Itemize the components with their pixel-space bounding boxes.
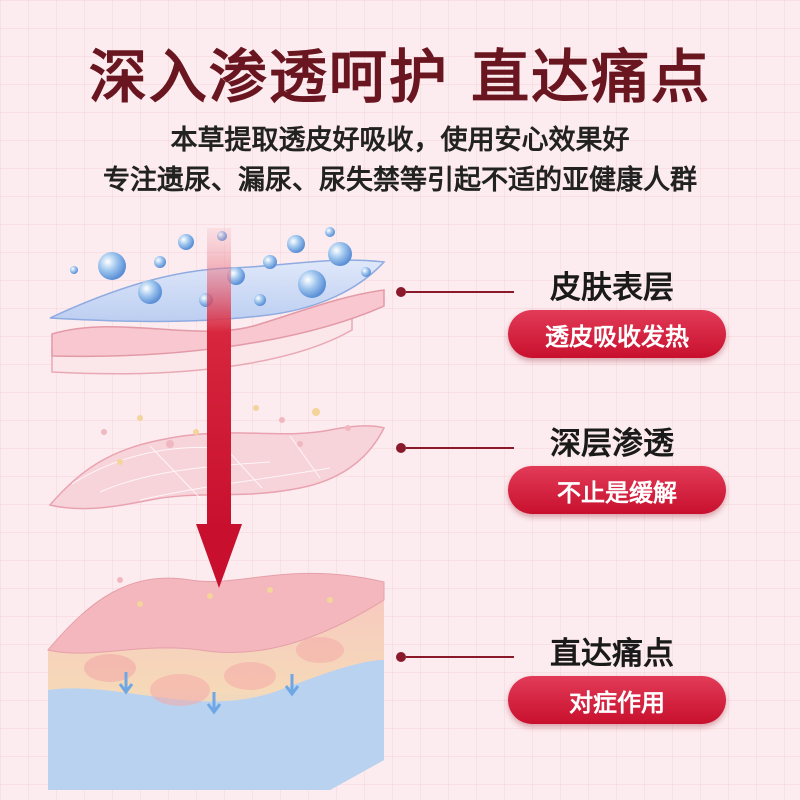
badge-pain-point: 对症作用: [508, 676, 726, 724]
penetration-arrow: [196, 228, 242, 588]
badge-deep-layer: 不止是缓解: [508, 466, 726, 514]
page-title: 深入渗透呵护 直达痛点: [88, 43, 712, 111]
tissue-block: [47, 572, 385, 790]
connector-lines: [396, 287, 514, 662]
label-deep-layer: 深层渗透: [550, 426, 674, 462]
subtitle-line-2: 专注遗尿、漏尿、尿失禁等引起不适的亚健康人群: [103, 165, 697, 196]
label-pain-point: 直达痛点: [550, 636, 674, 672]
absorption-bubbles: [70, 227, 371, 307]
badge-skin-surface: 透皮吸收发热: [508, 310, 726, 358]
subtitle-line-1: 本草提取透皮好吸收，使用安心效果好: [170, 125, 630, 156]
label-skin-surface: 皮肤表层: [550, 270, 674, 306]
